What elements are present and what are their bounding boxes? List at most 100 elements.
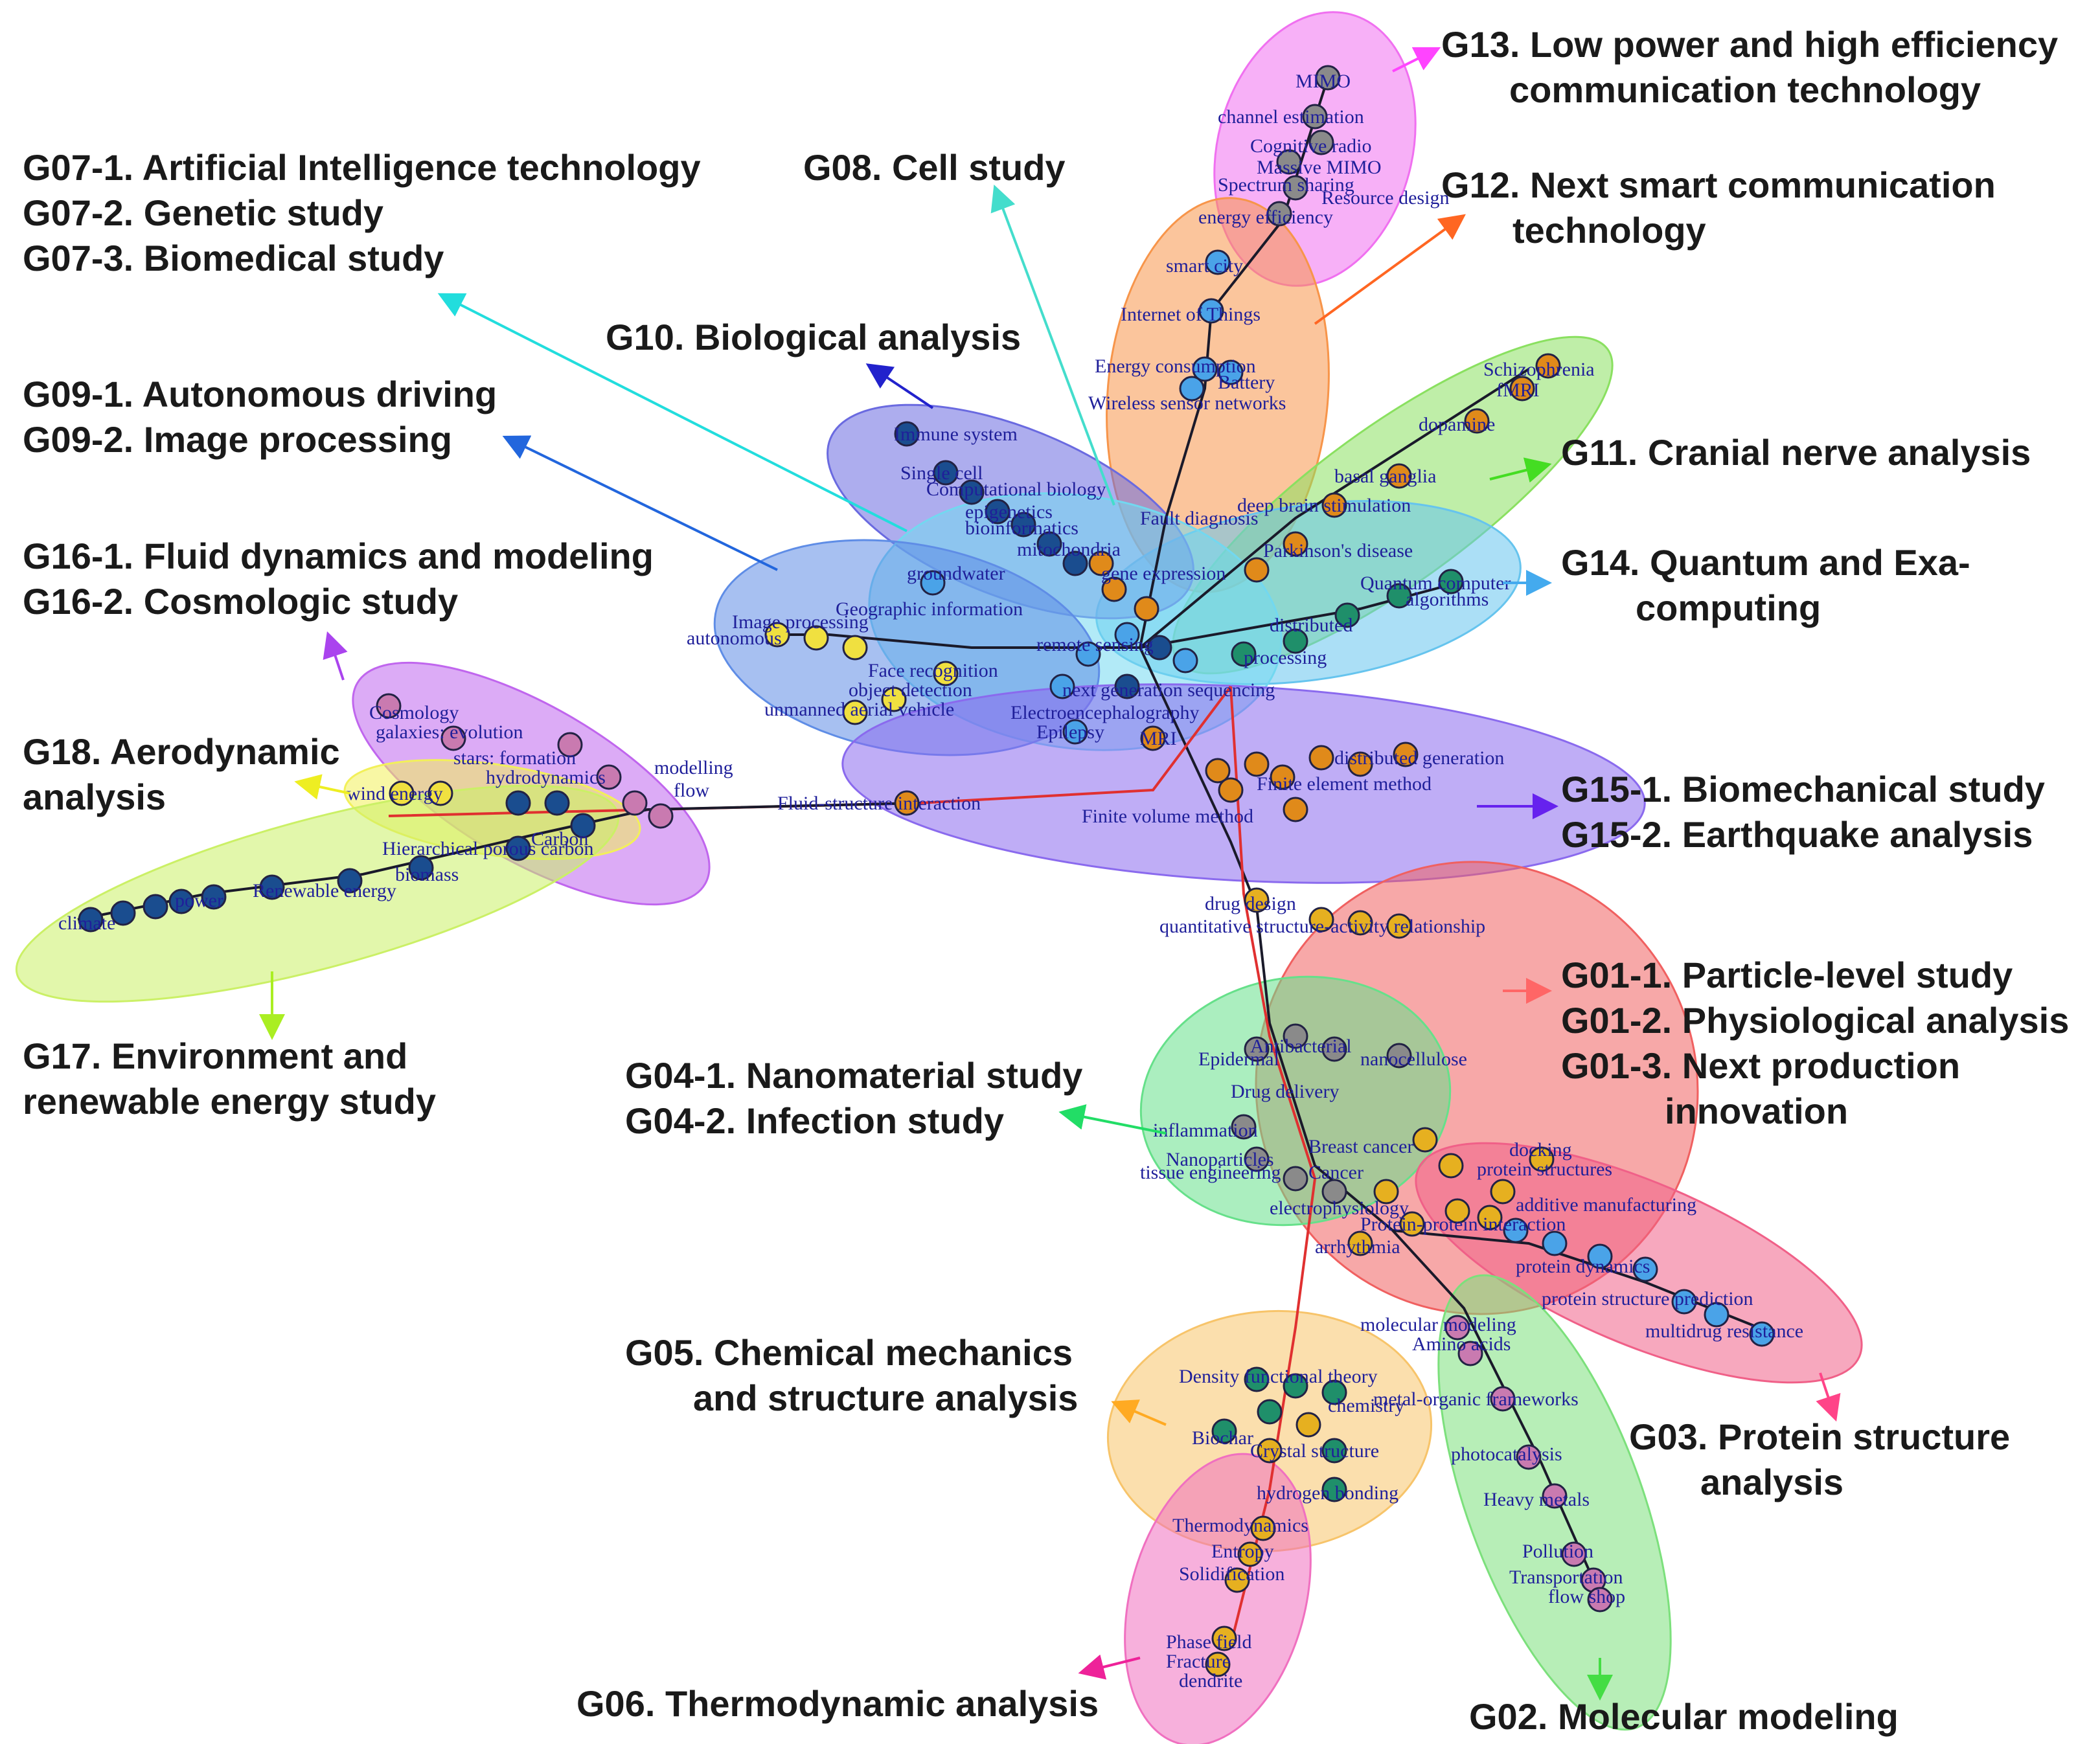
keyword-label: Fracture [1166, 1651, 1231, 1672]
node [803, 625, 829, 651]
keyword-label: inflammation [1153, 1120, 1258, 1141]
arrow-g06 [1078, 1654, 1141, 1680]
keyword-label: Nanoparticles [1166, 1149, 1274, 1170]
node [1062, 550, 1088, 576]
node-labels: MIMO channel estimation Cognitive radio … [58, 71, 1803, 1692]
keyword-label: chemistry [1328, 1395, 1404, 1416]
node [1321, 1438, 1347, 1464]
node [408, 855, 434, 881]
keyword-label: Resource design [1321, 187, 1449, 209]
keyword-label: Antibacterial [1250, 1036, 1352, 1057]
keyword-label: MIMO [1295, 71, 1351, 92]
node [1147, 635, 1172, 661]
node [1088, 550, 1114, 576]
node [596, 764, 622, 790]
node [1283, 1166, 1308, 1192]
node [894, 790, 920, 816]
node [1386, 913, 1412, 939]
node [1114, 622, 1140, 648]
node [894, 421, 920, 447]
node [1529, 1146, 1555, 1172]
keyword-label: remote sensing [1036, 634, 1154, 655]
node [1211, 1418, 1237, 1444]
keyword-label: Electroencephalography [1010, 702, 1200, 723]
node [842, 635, 868, 661]
node [1231, 1114, 1257, 1140]
keyword-label: climate [58, 912, 115, 934]
node [959, 479, 985, 505]
keyword-label: Carbon [531, 828, 588, 850]
keyword-label: galaxies: evolution [376, 721, 523, 743]
node [1386, 1043, 1412, 1069]
node [1347, 910, 1373, 936]
group-label-g01: G01-1. Particle-level study G01-2. Physi… [1561, 955, 2079, 1131]
node [1438, 1153, 1464, 1179]
keyword-label: additive manufacturing [1516, 1194, 1696, 1216]
keyword-label: MRI [1140, 728, 1177, 749]
node [1464, 408, 1490, 434]
node [1244, 1366, 1270, 1392]
spine-edge-south [1139, 647, 1595, 1581]
keyword-label: Protein-protein interaction [1360, 1214, 1566, 1235]
group-labels: G13. Low power and high efficiency commu… [23, 24, 2079, 1737]
node [1140, 725, 1166, 751]
node [1535, 353, 1561, 379]
node [1321, 1477, 1347, 1502]
keyword-label: Single cell [900, 462, 983, 484]
keyword-label: dopamine [1419, 414, 1495, 435]
group-label-g05: G05. Chemical mechanics and structure an… [625, 1332, 1083, 1418]
node [557, 732, 583, 758]
node [1270, 764, 1295, 790]
node [1334, 602, 1360, 628]
node [1036, 531, 1062, 557]
keyword-label: Energy consumption [1095, 356, 1256, 377]
keyword-label: deep brain stimulation [1237, 495, 1411, 516]
keyword-label: nanocellulose [1360, 1048, 1467, 1070]
keyword-label: stars: formation [453, 747, 576, 769]
node [440, 725, 466, 751]
node [1134, 596, 1159, 622]
node [1347, 751, 1373, 777]
keyword-label: Cognitive radio [1250, 135, 1371, 157]
node [1198, 298, 1224, 324]
node [1283, 531, 1308, 557]
node [1244, 1036, 1270, 1062]
node [1172, 648, 1198, 674]
keyword-label: Parkinson's disease [1263, 540, 1413, 561]
keyword-label: Geographic information [836, 598, 1023, 620]
group-label-g14: G14. Quantum and Exa- computing [1561, 542, 1980, 628]
keyword-label: Biochar [1192, 1427, 1253, 1449]
node [1257, 1438, 1283, 1464]
node [1101, 576, 1127, 602]
arrow-g10 [865, 363, 934, 409]
spine-edge-east [1139, 582, 1458, 649]
node [1308, 130, 1334, 155]
group-label-g07: G07-1. Artificial Intelligence technolog… [23, 147, 711, 278]
node [143, 894, 168, 920]
keyword-label: electrophysiology [1270, 1197, 1409, 1219]
node [1244, 751, 1270, 777]
keyword-label: distributed [1270, 615, 1352, 636]
group-label-g10: G10. Biological analysis [606, 317, 1021, 357]
keyword-label: multidrug resistance [1645, 1320, 1803, 1342]
group-label-g13: G13. Low power and high efficiency commu… [1441, 24, 2068, 110]
keyword-label: Battery [1218, 372, 1275, 393]
node [881, 686, 907, 712]
node [1542, 1483, 1568, 1509]
node [1321, 1379, 1347, 1405]
node [1244, 1146, 1270, 1172]
keyword-label: Heavy metals [1483, 1489, 1590, 1510]
node [1283, 628, 1308, 654]
node [933, 661, 959, 686]
node [570, 813, 596, 839]
node [920, 570, 946, 596]
node [1218, 777, 1244, 803]
keyword-label: bioinformatics [965, 517, 1079, 539]
keyword-label: quantitative structure-activity relation… [1159, 916, 1485, 937]
keyword-label: fMRI [1496, 379, 1540, 401]
node [1244, 557, 1270, 583]
keyword-label: photocatalysis [1451, 1444, 1562, 1465]
arrow-g04 [1058, 1104, 1167, 1135]
keyword-label: autonomous [687, 628, 782, 649]
network-nodes [78, 65, 1775, 1677]
